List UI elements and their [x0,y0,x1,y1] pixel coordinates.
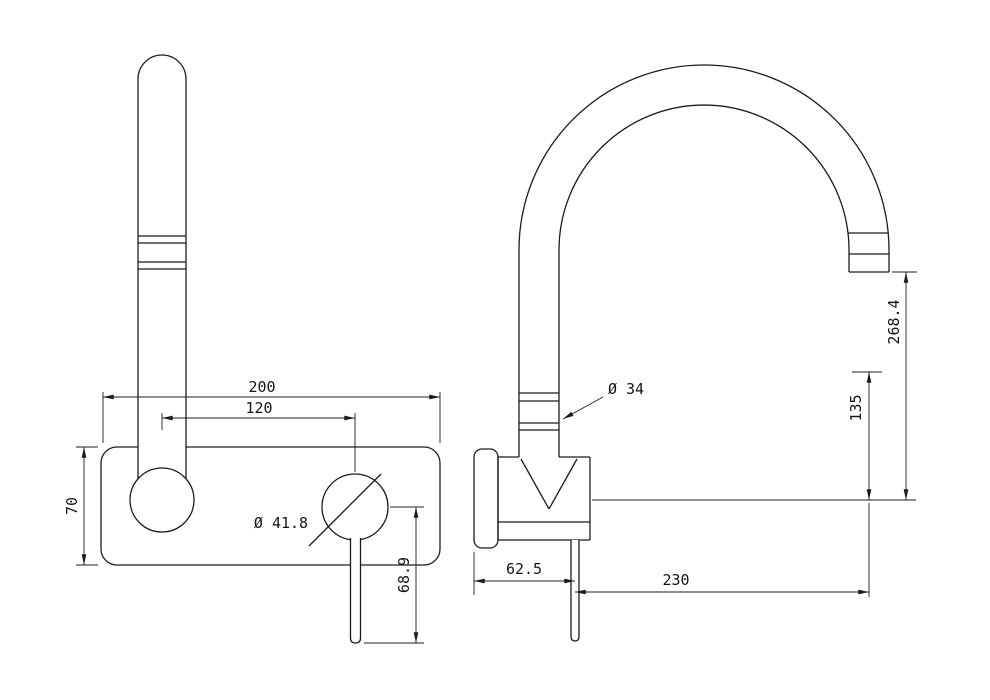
mixer-body [497,456,591,541]
dim-label-spout-reach: 230 [662,571,689,589]
handle-lever-front [349,538,362,644]
side-view-dimensions: Ø 34 268.4 135 62.5 230 [473,271,917,597]
dim-outlet-height: 268.4 [885,271,917,500]
dim-label-centre-distance: 120 [245,399,272,417]
spout-base-circle [129,467,195,533]
dim-wall-offset: 62.5 [473,552,575,595]
dim-label-handle-drop: 68.9 [395,557,413,593]
inlet-collar-bands [519,392,559,431]
dim-plate-width: 200 [102,378,441,443]
wall-flange-side [473,448,499,549]
dim-spout-tube-diameter: Ø 34 [562,380,644,420]
gooseneck-outer-arc [518,64,890,251]
handle-flange-circle [321,473,389,541]
dim-centre-distance: 120 [161,399,356,472]
handle-direction-line [308,473,382,547]
body-cone-line [520,458,550,510]
dim-plate-height: 70 [63,446,98,566]
riser-band-lines [138,235,186,270]
dim-spout-reach: 230 [575,503,870,597]
dim-label-wall-offset: 62.5 [506,560,542,578]
handle-lever-side [570,540,580,642]
dim-mid-height: 135 [847,371,882,500]
front-view [100,54,441,644]
side-view [473,64,916,642]
body-cone-line [548,458,578,510]
front-view-dimensions: 200 120 70 Ø 41.8 68.9 [63,378,441,644]
dim-label-mid-height: 135 [847,394,865,421]
dim-label-plate-height: 70 [63,497,81,515]
dim-handle-drop: 68.9 [364,506,424,644]
dim-label-handle-flange-diameter: Ø 41.8 [254,514,308,532]
dim-label-plate-width: 200 [248,378,275,396]
dim-label-outlet-height: 268.4 [885,299,903,344]
gooseneck-inner-arc [558,104,850,251]
dim-label-spout-tube-diameter: Ø 34 [608,380,644,398]
leader-line [562,396,604,420]
spout-riser-column [137,54,187,479]
